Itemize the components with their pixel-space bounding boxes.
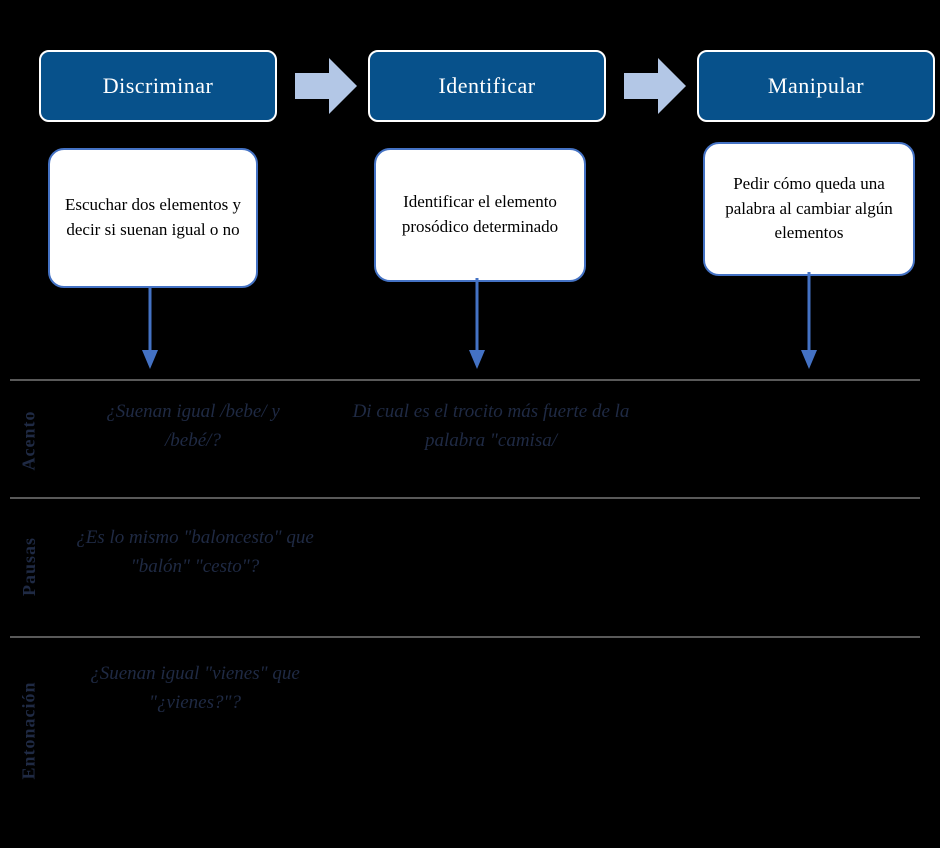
row-label-text: Entonación xyxy=(18,680,39,780)
description-box-manipular[interactable]: Pedir cómo queda una palabra al cambiar … xyxy=(703,142,915,276)
example-pausas-discriminar: ¿Es lo mismo "baloncesto" que "balón" "c… xyxy=(76,527,314,577)
stage-title-manipular: Manipular xyxy=(767,73,865,98)
right-arrow-icon xyxy=(624,56,686,116)
example-acento-discriminar: ¿Suenan igual /bebe/ y /bebé/? xyxy=(106,401,280,451)
down-arrow-icon xyxy=(139,286,161,370)
example-entonacion-discriminar: ¿Suenan igual "vienes" que "¿vienes?"? xyxy=(90,663,300,713)
description-text-discriminar: Escuchar dos elementos y decir si suenan… xyxy=(64,195,242,239)
example-acento-identificar: Di cual es el trocito más fuerte de la p… xyxy=(352,401,630,451)
row-label-entonacion: Entonación xyxy=(0,640,58,820)
row-divider xyxy=(10,636,920,638)
row-label-text: Acento xyxy=(18,410,39,470)
stage-box-manipular[interactable]: Manipular xyxy=(697,50,935,122)
row-label-text: Pausas xyxy=(18,536,39,596)
right-arrow-icon xyxy=(295,56,357,116)
row-divider xyxy=(10,379,920,381)
description-text-manipular: Pedir cómo queda una palabra al cambiar … xyxy=(725,174,893,243)
stage-title-identificar: Identificar xyxy=(438,73,536,98)
description-box-identificar[interactable]: Identificar el elemento prosódico determ… xyxy=(374,148,586,282)
stage-box-discriminar[interactable]: Discriminar xyxy=(39,50,277,122)
row-label-pausas: Pausas xyxy=(0,500,58,632)
stage-box-identificar[interactable]: Identificar xyxy=(368,50,606,122)
row-label-acento: Acento xyxy=(0,385,58,495)
down-arrow-icon xyxy=(798,272,820,370)
stage-title-discriminar: Discriminar xyxy=(102,73,214,98)
down-arrow-icon xyxy=(466,278,488,370)
row-divider xyxy=(10,497,920,499)
description-box-discriminar[interactable]: Escuchar dos elementos y decir si suenan… xyxy=(48,148,258,288)
description-text-identificar: Identificar el elemento prosódico determ… xyxy=(401,192,559,236)
